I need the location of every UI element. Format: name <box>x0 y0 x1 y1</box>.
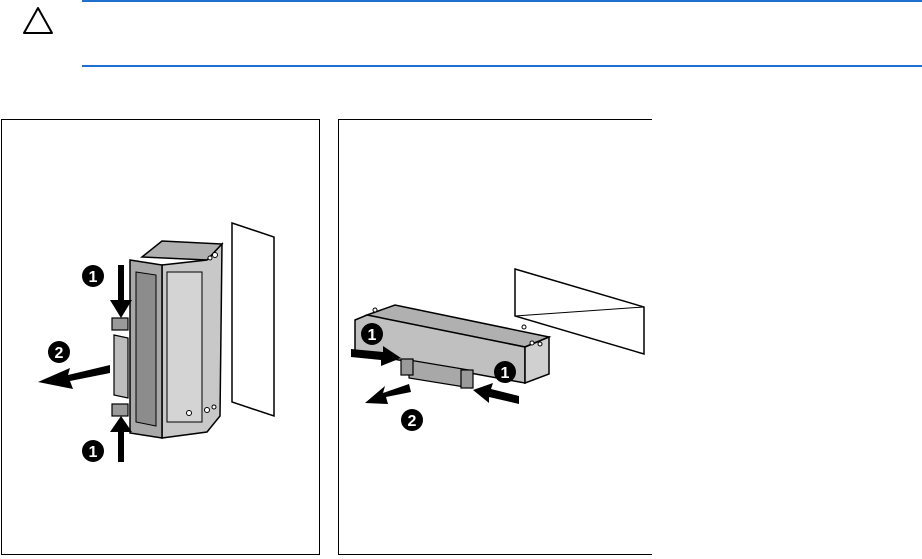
caution-triangle-icon <box>22 6 54 36</box>
svg-text:1: 1 <box>89 444 98 461</box>
svg-text:1: 1 <box>89 269 98 286</box>
arrow-push-up <box>110 416 132 462</box>
module-removal-illustration-right: 1 1 2 <box>339 120 652 554</box>
arrow-pull-out <box>365 384 411 404</box>
backplane-sheet <box>232 223 274 416</box>
callout-2: 2 <box>401 409 423 431</box>
svg-text:2: 2 <box>55 345 64 362</box>
module-front-inner <box>136 272 156 426</box>
module-connector <box>114 335 128 398</box>
top-latch <box>112 318 128 330</box>
svg-text:2: 2 <box>408 413 417 430</box>
caution-bottom-rule <box>82 65 922 67</box>
caution-top-rule <box>82 0 922 2</box>
bottom-latch <box>112 404 128 416</box>
callout-1-bottom: 1 <box>82 440 104 462</box>
callout-2: 2 <box>48 341 70 363</box>
arrow-pull-out <box>38 365 110 389</box>
module-removal-illustration-left: 1 2 1 <box>2 120 319 554</box>
left-latch <box>401 359 413 375</box>
callout-1-top: 1 <box>82 265 104 287</box>
figure-right-panel: 1 1 2 <box>338 119 652 555</box>
figure-left-panel: 1 2 1 <box>1 119 320 555</box>
callout-1-right: 1 <box>494 361 516 383</box>
arrow-push-left <box>473 383 519 404</box>
callout-1-left: 1 <box>361 323 383 345</box>
svg-text:1: 1 <box>368 327 377 344</box>
right-latch <box>461 370 473 388</box>
svg-text:1: 1 <box>501 365 510 382</box>
arrow-push-down <box>110 265 132 318</box>
module-side-panel <box>167 272 202 422</box>
